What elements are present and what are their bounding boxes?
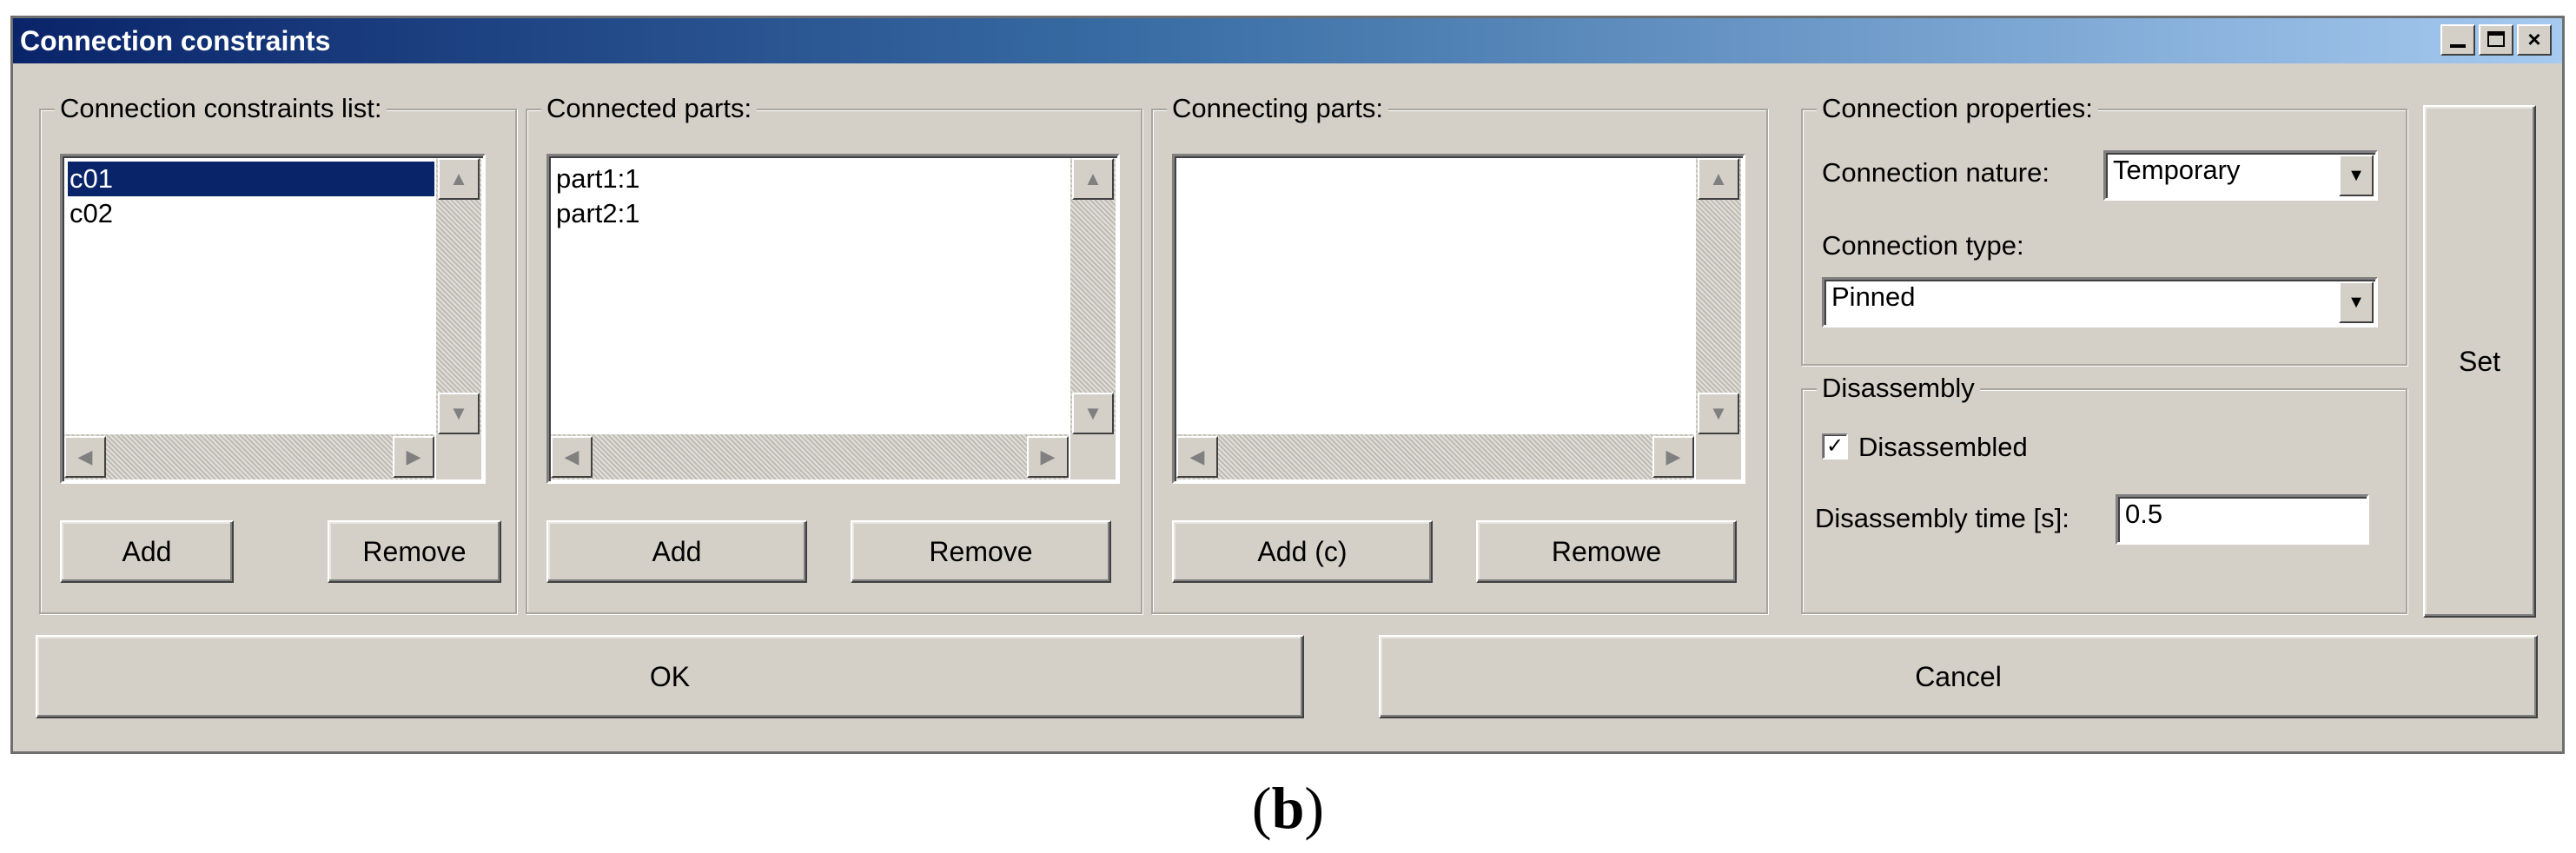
vertical-scrollbar[interactable]: ▲ ▼ [436,158,481,434]
chevron-down-icon[interactable]: ▼ [2339,155,2374,196]
scroll-left-icon[interactable]: ◀ [1176,436,1218,478]
connection-constraints-dialog: Connection constraints × Connection cons… [10,16,2565,754]
horizontal-scrollbar[interactable]: ◀ ▶ [551,434,1069,479]
vertical-scrollbar[interactable]: ▲ ▼ [1070,158,1116,434]
disassembly-group: Disassembly ✓ Disassembled Disassembly t… [1801,373,2407,614]
vertical-scrollbar[interactable]: ▲ ▼ [1696,158,1741,434]
scroll-up-icon[interactable]: ▲ [438,158,480,200]
constraints-legend: Connection constraints list: [55,93,387,124]
connection-nature-select[interactable]: Temporary ▼ [2103,150,2378,201]
connection-type-value: Pinned [1831,281,1916,312]
scroll-left-icon[interactable]: ◀ [64,436,106,478]
chevron-down-icon[interactable]: ▼ [2339,281,2374,323]
list-item[interactable]: c02 [70,198,113,228]
disassembly-time-label: Disassembly time [s]: [1815,503,2069,533]
window-title: Connection constraints [20,25,331,56]
remove-connected-part-button[interactable]: Remove [851,520,1111,583]
connected-parts-group: Connected parts: part1:1 part2:1 ▲ ▼ ◀ ▶… [526,93,1142,614]
connecting-parts-legend: Connecting parts: [1167,93,1388,124]
connection-nature-label: Connection nature: [1822,157,2050,188]
list-item[interactable]: part2:1 [556,198,640,228]
title-bar: Connection constraints × [13,18,2562,63]
connected-parts-legend: Connected parts: [541,93,758,124]
remove-connecting-part-button[interactable]: Remowe [1476,520,1737,583]
disassembly-legend: Disassembly [1817,373,1980,404]
constraints-group: Connection constraints list: c01 c02 ▲ ▼… [39,93,517,614]
figure-caption: (b) [0,773,2576,843]
maximize-icon [2487,31,2505,47]
constraints-listbox[interactable]: c01 c02 ▲ ▼ ◀ ▶ [60,154,486,484]
scroll-down-icon[interactable]: ▼ [438,393,480,434]
scroll-down-icon[interactable]: ▼ [1698,393,1739,434]
minimize-button[interactable] [2440,24,2475,56]
horizontal-scrollbar[interactable]: ◀ ▶ [64,434,434,479]
connecting-parts-group: Connecting parts: ▲ ▼ ◀ ▶ Add (c) Remowe [1151,93,1768,614]
disassembled-label: Disassembled [1858,432,2028,462]
disassembly-time-field[interactable]: 0.5 [2116,494,2369,545]
scroll-right-icon[interactable]: ▶ [1652,436,1694,478]
caption-close-paren: ) [1304,775,1325,841]
connected-parts-list-items: part1:1 part2:1 [554,162,1069,231]
cancel-button[interactable]: Cancel [1379,635,2538,718]
connecting-parts-listbox[interactable]: ▲ ▼ ◀ ▶ [1172,154,1745,484]
scroll-corner [1070,434,1116,479]
connection-properties-group: Connection properties: Connection nature… [1801,93,2407,366]
scroll-left-icon[interactable]: ◀ [551,436,593,478]
caption-open-paren: ( [1251,775,1272,841]
caption-letter: b [1271,775,1305,841]
close-button[interactable]: × [2517,24,2552,56]
list-item[interactable]: c01 [68,162,434,196]
scroll-down-icon[interactable]: ▼ [1072,393,1114,434]
connection-properties-legend: Connection properties: [1817,93,2098,124]
remove-constraint-button[interactable]: Remove [328,520,501,583]
add-connecting-part-button[interactable]: Add (c) [1172,520,1433,583]
connection-nature-value: Temporary [2113,155,2241,185]
connected-parts-listbox[interactable]: part1:1 part2:1 ▲ ▼ ◀ ▶ [546,154,1120,484]
horizontal-scrollbar[interactable]: ◀ ▶ [1176,434,1694,479]
scroll-right-icon[interactable]: ▶ [1027,436,1069,478]
connection-type-select[interactable]: Pinned ▼ [1822,277,2378,327]
scroll-up-icon[interactable]: ▲ [1072,158,1114,200]
scroll-up-icon[interactable]: ▲ [1698,158,1739,200]
ok-button[interactable]: OK [36,635,1304,718]
scroll-corner [436,434,481,479]
minimize-icon [2450,44,2466,48]
scroll-right-icon[interactable]: ▶ [393,436,434,478]
add-constraint-button[interactable]: Add [60,520,234,583]
constraints-list-items: c01 c02 [68,162,434,231]
add-connected-part-button[interactable]: Add [546,520,807,583]
maximize-button[interactable] [2479,24,2513,56]
list-item[interactable]: part1:1 [556,163,640,194]
window-controls: × [2440,24,2552,56]
close-icon: × [2527,26,2541,52]
set-button[interactable]: Set [2423,105,2536,618]
scroll-corner [1696,434,1741,479]
disassembled-checkbox[interactable]: ✓ [1822,433,1848,460]
connection-type-label: Connection type: [1822,230,2024,261]
